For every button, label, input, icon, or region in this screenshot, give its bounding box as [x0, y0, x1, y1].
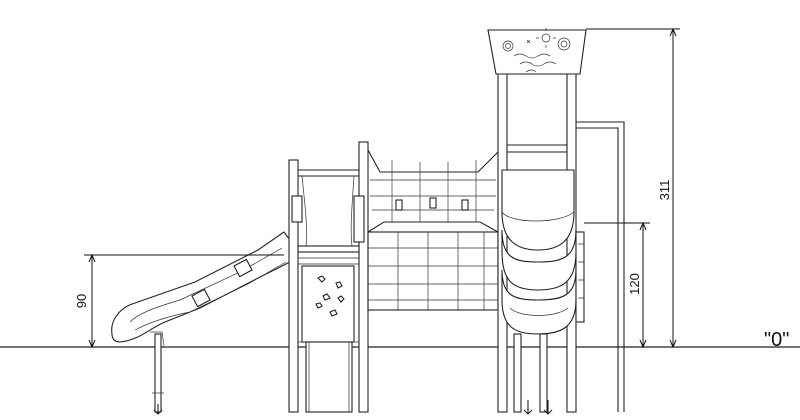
net-bridge: [367, 149, 499, 311]
left-tower: [288, 141, 369, 413]
climbing-hold-icon: [315, 275, 345, 317]
climbing-wall: [301, 265, 355, 343]
ground-zero-label: "0": [764, 329, 789, 351]
slide: [111, 231, 291, 415]
right-tower: [487, 28, 625, 415]
sun-spiral-wave-icon: [502, 28, 571, 73]
top-panel: [487, 29, 587, 75]
dimension-label-120: 120: [627, 273, 642, 295]
dimension-platform-height: 120: [584, 221, 650, 349]
dimension-label-311: 311: [657, 180, 672, 201]
dimension-slide-height: 90: [74, 253, 284, 349]
dimension-total-height: 311: [586, 27, 680, 349]
dimension-label-90: 90: [74, 294, 89, 308]
